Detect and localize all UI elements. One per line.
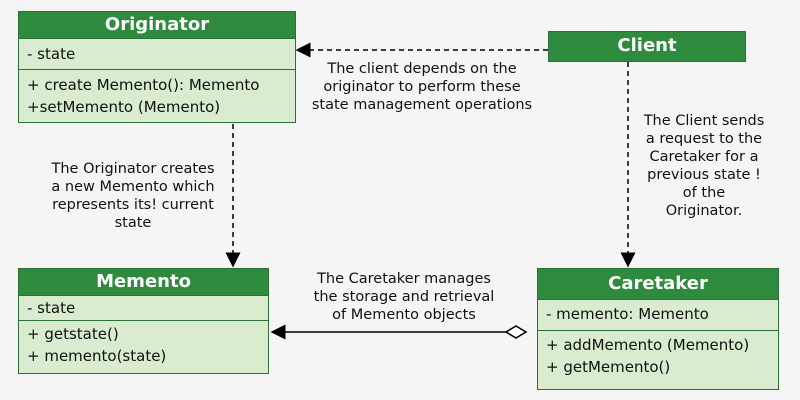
client-title: Client	[549, 32, 745, 61]
note-line: state	[114, 215, 152, 231]
note-line: originator to perform these	[323, 79, 521, 95]
caretaker-attribute: - memento: Memento	[546, 305, 709, 323]
note-line: Caretaker for a	[649, 149, 759, 165]
caretaker-operation: + getMemento()	[546, 358, 671, 376]
originator-title: Originator	[19, 12, 295, 39]
caretaker-class: Caretaker - memento: Memento + addMement…	[537, 268, 779, 390]
note-line: The Caretaker manages	[317, 271, 491, 287]
memento-operation: + getstate()	[27, 325, 119, 343]
memento-attributes: - state	[19, 296, 268, 321]
note-caretaker-memento: The Caretaker manages the storage and re…	[295, 270, 513, 324]
aggregation-diamond	[504, 325, 528, 339]
originator-operation: +setMemento (Memento)	[27, 98, 221, 116]
caretaker-operations: + addMemento (Memento) + getMemento()	[538, 331, 778, 382]
note-line: state management operations	[311, 97, 533, 113]
originator-attribute: - state	[27, 45, 76, 63]
memento-operation: + memento(state)	[27, 347, 167, 365]
note-originator-memento: The Originator creates a new Memento whi…	[48, 160, 218, 232]
note-client-caretaker: The Client sends a request to the Careta…	[633, 112, 775, 220]
originator-operations: + create Memento(): Memento +setMemento …	[19, 70, 295, 122]
note-line: a new Memento which	[51, 179, 215, 195]
caretaker-title: Caretaker	[538, 269, 778, 300]
note-line: of the	[682, 185, 726, 201]
originator-class: Originator - state + create Memento(): M…	[18, 11, 296, 123]
client-class: Client	[548, 31, 746, 62]
note-client-originator: The client depends on the originator to …	[307, 60, 537, 114]
note-line: the storage and retrieval	[313, 289, 495, 305]
note-line: represents its! current	[52, 197, 214, 213]
caretaker-attributes: - memento: Memento	[538, 300, 778, 331]
memento-attribute: - state	[27, 299, 76, 317]
memento-title: Memento	[19, 269, 268, 296]
note-line: previous state !	[647, 167, 761, 183]
originator-operation: + create Memento(): Memento	[27, 76, 260, 94]
note-line: a request to the	[645, 131, 763, 147]
note-line: Originator.	[665, 203, 743, 219]
note-line: The client depends on the	[327, 61, 517, 77]
memento-operations: + getstate() + memento(state)	[19, 321, 268, 371]
note-line: The Client sends	[643, 113, 765, 129]
originator-attributes: - state	[19, 39, 295, 70]
note-line: The Originator creates	[51, 161, 215, 177]
memento-class: Memento - state + getstate() + memento(s…	[18, 268, 269, 374]
note-line: of Memento objects	[332, 307, 476, 323]
caretaker-operation: + addMemento (Memento)	[546, 336, 750, 354]
